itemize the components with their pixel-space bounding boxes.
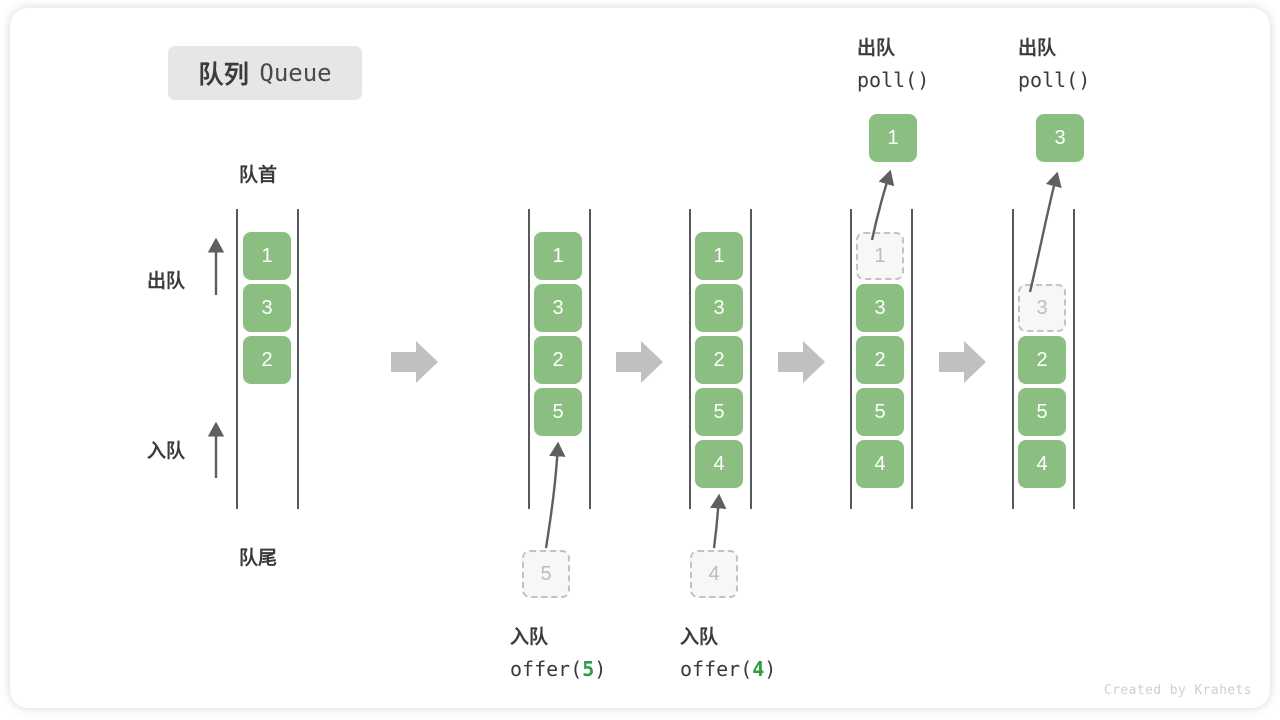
queue-cell: 1 [243,232,291,280]
op-code-suffix: ) [594,657,607,681]
queue-cell: 1 [534,232,582,280]
label-queue-head: 队首 [239,165,278,186]
op-code-prefix: poll( [857,68,918,92]
queue-cell: 2 [1018,336,1066,384]
queue-cell: 4 [695,440,743,488]
popped-cell: 1 [869,114,917,162]
op-label-cn: 出队 [857,38,896,59]
op-label-code: offer(5) [510,657,606,681]
ghost-cell-removed: 1 [856,232,904,280]
op-label-cn: 出队 [1018,38,1057,59]
op-label-cn: 入队 [680,627,719,648]
title-en: Queue [259,59,332,87]
queue-cell: 2 [243,336,291,384]
rail-right-5 [1073,209,1075,509]
rail-right-2 [589,209,591,509]
title-cn: 队列 [198,61,250,89]
op-code-prefix: offer( [510,657,583,681]
popped-cell: 3 [1036,114,1084,162]
op-code-suffix: ) [1078,68,1091,92]
queue-cell: 3 [243,284,291,332]
op-label-code: offer(4) [680,657,776,681]
queue-cell: 4 [1018,440,1066,488]
op-code-arg: 4 [752,657,765,681]
rail-left-1 [236,209,238,509]
op-code-prefix: poll( [1018,68,1079,92]
op-label-cn: 入队 [510,627,549,648]
label-enqueue: 入队 [147,441,186,462]
ghost-cell-incoming: 4 [690,550,738,598]
title-badge: 队列 Queue [168,46,362,100]
op-code-suffix: ) [917,68,930,92]
rail-right-3 [750,209,752,509]
rail-left-3 [689,209,691,509]
queue-cell: 5 [1018,388,1066,436]
queue-cell: 3 [856,284,904,332]
label-queue-tail: 队尾 [239,548,278,569]
rail-left-4 [850,209,852,509]
op-code-suffix: ) [764,657,777,681]
rail-left-5 [1012,209,1014,509]
queue-cell: 1 [695,232,743,280]
rail-right-4 [911,209,913,509]
queue-cell: 5 [534,388,582,436]
queue-cell: 5 [695,388,743,436]
queue-cell: 2 [856,336,904,384]
rail-left-2 [528,209,530,509]
label-dequeue: 出队 [147,271,186,292]
rail-right-1 [297,209,299,509]
queue-cell: 2 [695,336,743,384]
op-code-arg: 5 [582,657,595,681]
queue-cell: 3 [695,284,743,332]
credit-text: Created by Krahets [1103,683,1252,698]
queue-cell: 3 [534,284,582,332]
op-code-prefix: offer( [680,657,753,681]
op-label-code: poll() [857,68,929,92]
diagram-card [10,8,1270,708]
op-label-code: poll() [1018,68,1090,92]
queue-cell: 5 [856,388,904,436]
ghost-cell-incoming: 5 [522,550,570,598]
queue-cell: 4 [856,440,904,488]
queue-cell: 2 [534,336,582,384]
ghost-cell-removed: 3 [1018,284,1066,332]
